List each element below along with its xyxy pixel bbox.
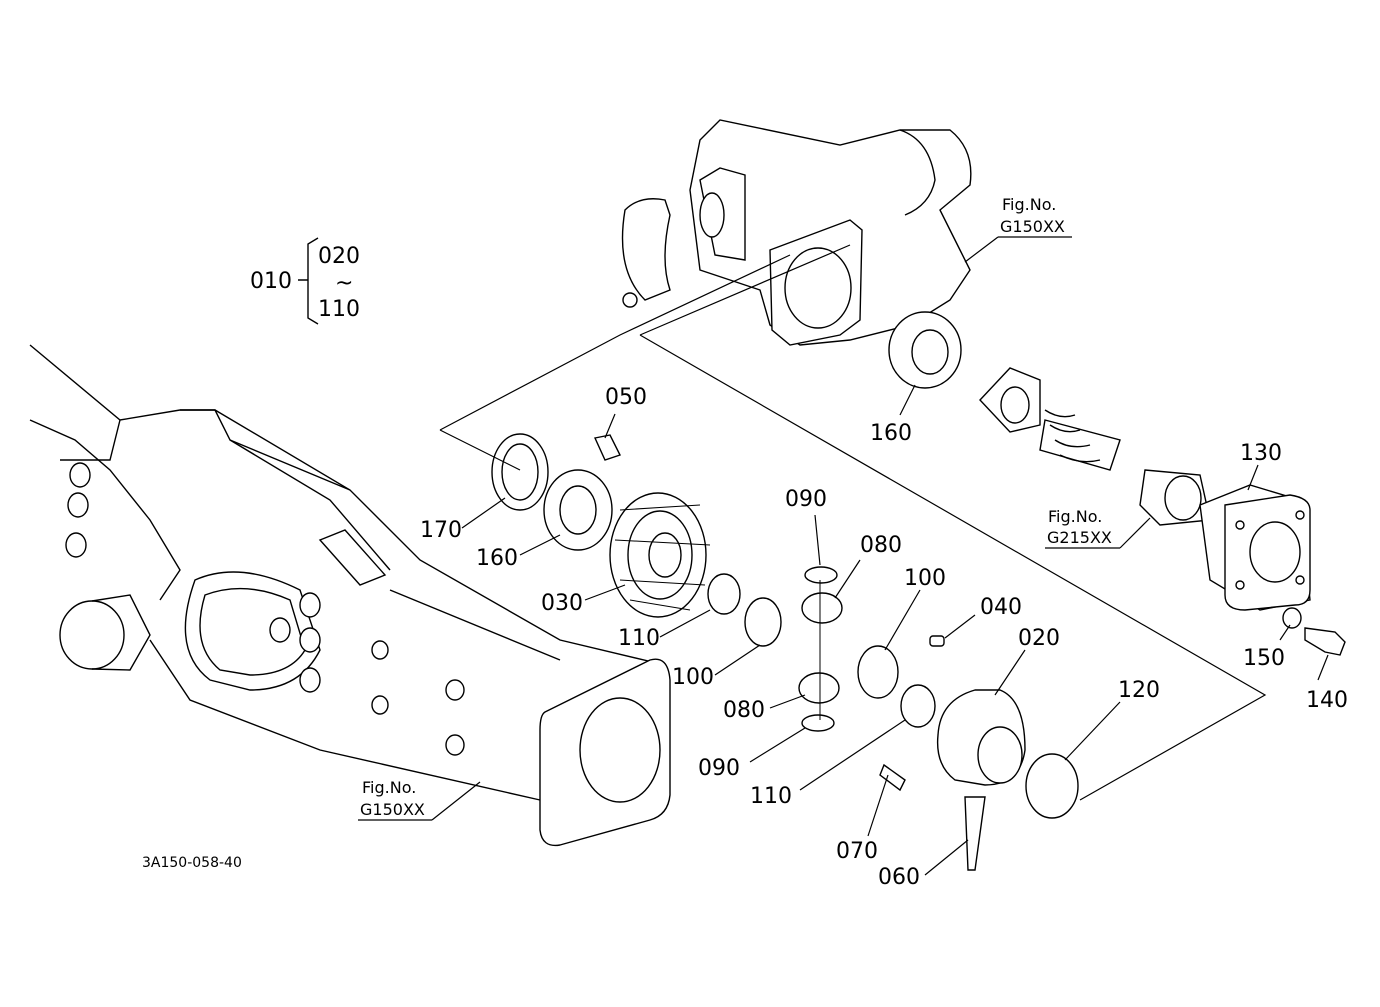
svg-text:Fig.No.: Fig.No. bbox=[1002, 195, 1056, 214]
fig-ref-g150xx-bottom: Fig.No. G150XX bbox=[358, 778, 481, 821]
callout-070: 070 bbox=[836, 774, 889, 864]
svg-text:030: 030 bbox=[541, 591, 583, 616]
callout-160-lower: 160 bbox=[476, 534, 561, 571]
assembly-range-sep: ~ bbox=[335, 271, 353, 296]
svg-text:Fig.No.: Fig.No. bbox=[362, 778, 416, 797]
callout-080-lower: 080 bbox=[723, 694, 806, 723]
svg-text:100: 100 bbox=[672, 665, 714, 690]
callout-110-left: 110 bbox=[618, 609, 711, 651]
svg-text:G215XX: G215XX bbox=[1047, 528, 1112, 547]
callout-100-right: 100 bbox=[884, 566, 946, 651]
callout-150: 150 bbox=[1243, 624, 1291, 671]
callout-100-left: 100 bbox=[672, 644, 761, 690]
gear-case-drawing bbox=[621, 119, 1121, 471]
assembly-guide-lines bbox=[439, 244, 1267, 801]
fig-ref-g150xx-top: Fig.No. G150XX bbox=[964, 195, 1072, 263]
svg-text:090: 090 bbox=[698, 756, 740, 781]
callout-160-upper: 160 bbox=[870, 384, 916, 446]
callout-050: 050 bbox=[604, 385, 647, 439]
assembly-range-start: 020 bbox=[318, 244, 360, 269]
doc-code: 3A150-058-40 bbox=[142, 855, 242, 871]
callout-040: 040 bbox=[944, 595, 1022, 639]
svg-text:G150XX: G150XX bbox=[360, 800, 425, 819]
svg-text:050: 050 bbox=[605, 385, 647, 410]
bevel-gear-group-drawing bbox=[491, 433, 741, 618]
differential-drawing bbox=[744, 566, 1079, 871]
axle-housing-drawing bbox=[29, 344, 671, 847]
svg-text:110: 110 bbox=[750, 784, 792, 809]
svg-text:080: 080 bbox=[723, 698, 765, 723]
callout-110-right: 110 bbox=[750, 719, 906, 809]
svg-text:120: 120 bbox=[1118, 678, 1160, 703]
svg-text:170: 170 bbox=[420, 518, 462, 543]
svg-text:090: 090 bbox=[785, 487, 827, 512]
callout-170: 170 bbox=[420, 497, 506, 543]
callout-030: 030 bbox=[541, 584, 626, 616]
svg-text:070: 070 bbox=[836, 839, 878, 864]
svg-text:100: 100 bbox=[904, 566, 946, 591]
assembly-label: 010 bbox=[250, 269, 292, 294]
callout-140: 140 bbox=[1306, 654, 1348, 713]
svg-text:G150XX: G150XX bbox=[1000, 217, 1065, 236]
svg-text:040: 040 bbox=[980, 595, 1022, 620]
flange-130-drawing bbox=[1139, 469, 1346, 656]
fig-ref-g215xx: Fig.No. G215XX bbox=[1045, 507, 1151, 549]
assembly-range-end: 110 bbox=[318, 297, 360, 322]
callout-080-upper: 080 bbox=[834, 533, 902, 599]
callout-060: 060 bbox=[878, 839, 969, 890]
svg-text:060: 060 bbox=[878, 865, 920, 890]
svg-text:110: 110 bbox=[618, 626, 660, 651]
callout-090-upper: 090 bbox=[785, 487, 827, 566]
callout-090-lower: 090 bbox=[698, 727, 806, 781]
svg-text:160: 160 bbox=[870, 421, 912, 446]
svg-text:140: 140 bbox=[1306, 688, 1348, 713]
svg-text:080: 080 bbox=[860, 533, 902, 558]
callout-130: 130 bbox=[1240, 441, 1282, 491]
svg-text:Fig.No.: Fig.No. bbox=[1048, 507, 1102, 526]
callout-120: 120 bbox=[1064, 678, 1160, 761]
assembly-bracket: 010 020 ~ 110 bbox=[250, 237, 360, 325]
svg-text:160: 160 bbox=[476, 546, 518, 571]
svg-text:020: 020 bbox=[1018, 626, 1060, 651]
svg-text:130: 130 bbox=[1240, 441, 1282, 466]
callout-020: 020 bbox=[994, 626, 1060, 696]
svg-text:150: 150 bbox=[1243, 646, 1285, 671]
